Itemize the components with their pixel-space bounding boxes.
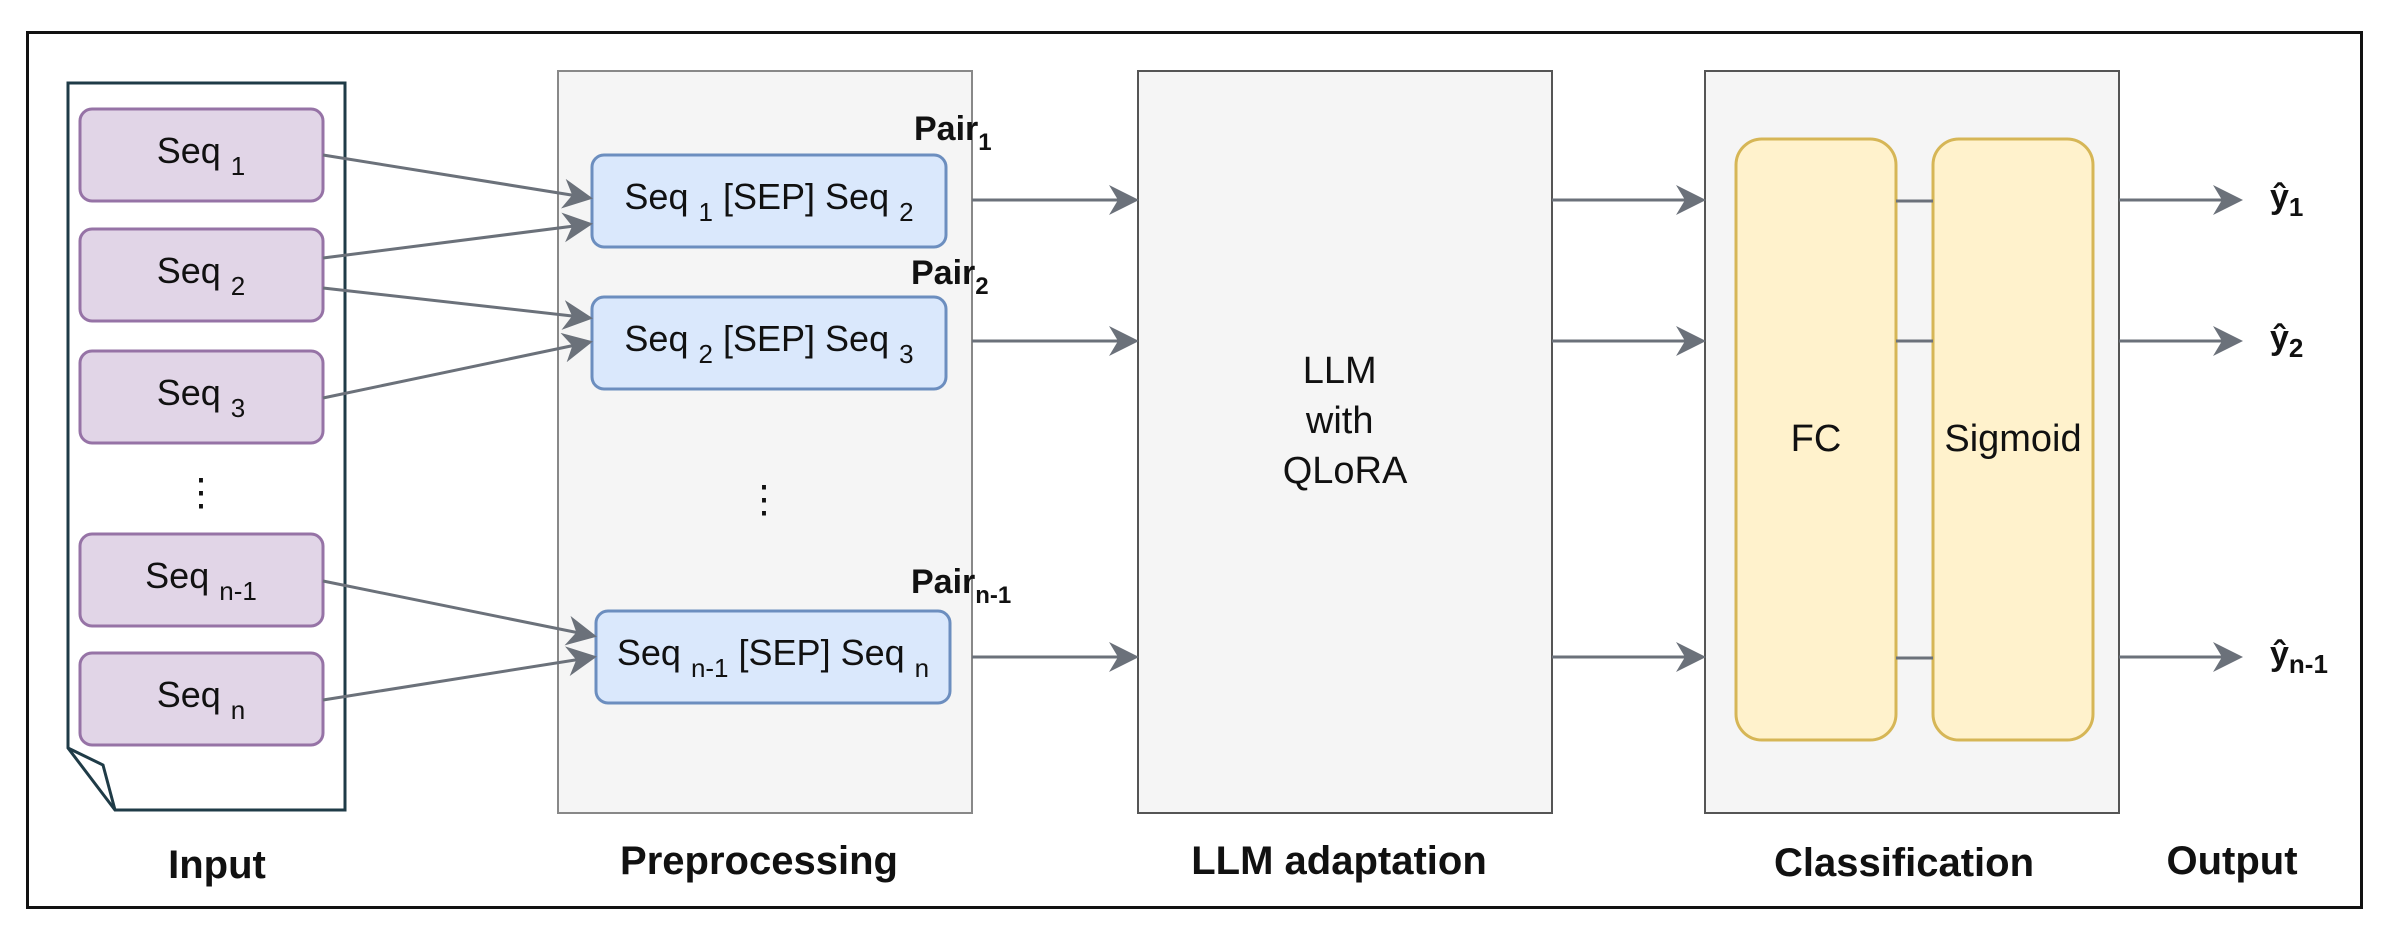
pair-box-1: Seq 1 [SEP] Seq 2 (590, 153, 948, 249)
llm-label: LLM with QLoRA (1283, 350, 1408, 492)
svg-text:Seq 2 [SEP] Seq 3: Seq 2 [SEP] Seq 3 (624, 318, 913, 369)
svg-text:Seq n-1 [SEP] Seq n: Seq n-1 [SEP] Seq n (617, 632, 929, 683)
input-seq-2: Seq 2 (78, 227, 325, 323)
pair-ellipsis: ⋮ (745, 479, 783, 521)
llm-to-classification-arrows (1552, 185, 1706, 672)
input-seq-3: Seq 3 (78, 349, 325, 445)
fc-sigmoid-connectors (1896, 199, 1933, 660)
pair-label-1: Pair1 (914, 110, 992, 156)
input-document-fold (67, 746, 117, 811)
stage-label-input: Input (168, 843, 266, 887)
svg-text:Seq n-1: Seq n-1 (145, 555, 257, 606)
svg-text:Seq 1 [SEP] Seq 2: Seq 1 [SEP] Seq 2 (624, 176, 913, 227)
pair-box-n-1: Seq n-1 [SEP] Seq n (594, 609, 952, 705)
fc-label: FC (1791, 418, 1842, 460)
diagram-frame (26, 31, 2363, 909)
output-y2: ŷ2 (2270, 319, 2303, 363)
stage-label-classification: Classification (1774, 841, 2034, 885)
sigmoid-label: Sigmoid (1944, 418, 2081, 460)
svg-text:Seq n: Seq n (157, 674, 246, 725)
llm-panel (1137, 70, 1553, 814)
sigmoid-block (1931, 137, 2095, 742)
input-seq-1: Seq 1 (78, 107, 325, 203)
pair-to-llm-arrows (972, 185, 1139, 672)
input-to-pair-arrows (322, 153, 597, 702)
output-yn-1: ŷn-1 (2270, 635, 2328, 679)
classification-to-output-arrows (2119, 185, 2243, 672)
stage-label-llm-adaptation: LLM adaptation (1191, 839, 1487, 883)
input-seq-n-1: Seq n-1 (78, 532, 325, 628)
output-y1: ŷ1 (2270, 178, 2303, 222)
input-ellipsis: ⋮ (182, 472, 220, 514)
input-seq-n: Seq n (78, 651, 325, 747)
pair-label-n-1: Pairn-1 (911, 563, 1011, 609)
stage-label-output: Output (2166, 839, 2297, 883)
svg-text:Seq 1: Seq 1 (157, 130, 246, 181)
svg-text:Seq 2: Seq 2 (157, 250, 246, 301)
fc-block (1734, 137, 1898, 742)
svg-text:Seq 3: Seq 3 (157, 372, 246, 423)
stage-label-preprocessing: Preprocessing (620, 839, 898, 883)
pair-label-2: Pair2 (911, 254, 989, 300)
pair-box-2: Seq 2 [SEP] Seq 3 (590, 295, 948, 391)
